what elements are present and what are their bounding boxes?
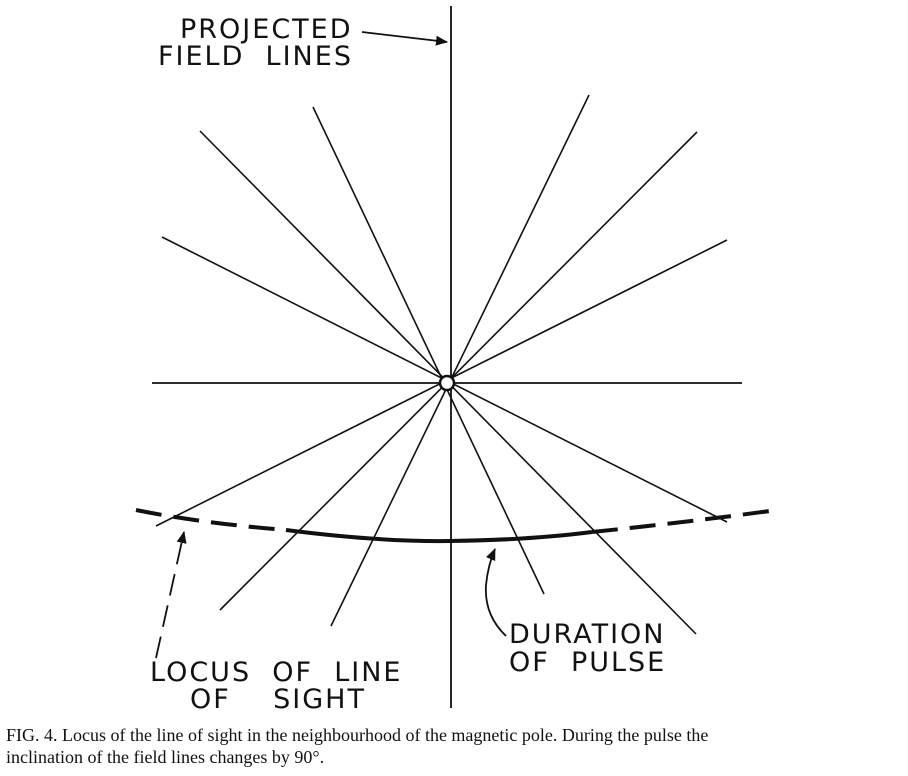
figure-caption-line: inclination of the field lines changes b… [6,747,325,767]
locus-of-line-of-sight-label: OF SIGHT [190,684,366,715]
field-lines-group [155,94,728,635]
field-line [330,94,590,627]
magnetic-pole-marker [438,374,456,392]
projected-field-lines-label: PROJECTED [180,14,353,45]
duration-of-pulse-arrow [484,548,507,637]
locus-dashed-right [591,509,771,534]
locus-solid-pulse-segment [285,528,593,544]
locus-of-line-of-sight [135,508,771,544]
locus-dashed-left [135,508,287,532]
projected-field-lines-arrow [361,31,448,46]
figure-caption: FIG. 4. Locus of the line of sight in th… [6,724,906,768]
figure-caption-line: FIG. 4. Locus of the line of sight in th… [6,725,709,745]
field-line [312,106,545,595]
duration-of-pulse-label: OF PULSE [509,647,666,678]
duration-of-pulse-label: DURATION [509,619,666,650]
locus-of-line-of-sight-arrow [155,531,187,659]
projected-field-lines-label: FIELD LINES [158,41,353,72]
field-line [219,131,698,611]
locus-of-line-of-sight-label: LOCUS OF LINE [150,657,402,688]
